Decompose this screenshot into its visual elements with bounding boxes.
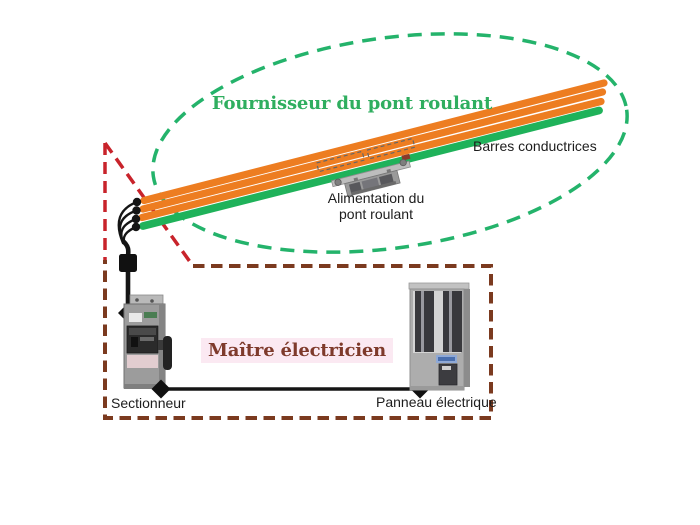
panel-slot-left-stripe — [421, 291, 424, 352]
switch-tab-hole-left — [135, 298, 139, 302]
disconnect-switch-graphic — [123, 294, 172, 389]
switch-label-white — [129, 313, 142, 322]
electrician-region-label: Maître électricien — [200, 338, 394, 363]
collector-body-base — [350, 181, 397, 196]
switch-handle-bracket — [158, 340, 164, 350]
panel-slot-left — [415, 291, 434, 352]
mounting-bracket-dashed-2 — [366, 137, 416, 160]
electrician-region-boundary — [103, 260, 493, 420]
switch-window-detail-1 — [129, 328, 156, 335]
collector-trolley — [315, 137, 416, 197]
panel-slot-right-stripe — [449, 291, 452, 352]
power-cable — [121, 239, 131, 311]
disconnect-switch-label: Sectionneur — [111, 395, 186, 411]
conductor-bars — [138, 79, 608, 230]
collector-roller-right — [399, 158, 407, 167]
supplier-region-label: Fournisseur du pont roulant — [211, 93, 493, 114]
switch-window-detail-3 — [140, 337, 154, 341]
switch-label-green — [144, 312, 157, 318]
cable-junction — [119, 254, 137, 272]
conductor-bars-label: Barres conductrices — [473, 138, 597, 154]
panel-slot-right — [443, 291, 462, 352]
crane-power-label-line1: Alimentation du — [327, 190, 425, 206]
conductor-bar-orange-2 — [139, 88, 607, 213]
panel-blue-label-stripe — [438, 357, 455, 361]
panel-door-label — [442, 366, 451, 370]
electrical-panel-label: Panneau électrique — [376, 394, 497, 410]
drop-wires — [117, 200, 139, 246]
crane-power-label: Alimentation du pont roulant — [327, 190, 425, 222]
collector-roller-left — [334, 178, 342, 186]
mounting-bracket-dashed-1 — [315, 150, 366, 173]
switch-window-detail-2 — [131, 337, 138, 347]
switch-output-connector-diamond — [151, 379, 171, 399]
switch-tab-hole-right — [150, 299, 154, 303]
panel-bottom-edge — [410, 386, 464, 390]
electrician-region-boundary-upper — [103, 141, 195, 268]
conductor-bar-green — [139, 106, 603, 230]
switch-base — [124, 384, 165, 389]
supplier-region-boundary — [151, 32, 629, 254]
crane-power-label-line2: pont roulant — [339, 205, 413, 222]
panel-lid — [408, 282, 470, 290]
switch-handle — [163, 336, 172, 370]
conductor-bar-orange-1 — [140, 79, 608, 205]
electrical-panel-graphic — [408, 282, 470, 391]
panel-side-face — [464, 289, 470, 387]
conductor-bar-orange-3 — [138, 97, 605, 222]
switch-label-pink — [127, 355, 158, 368]
collector-red-accent — [401, 153, 411, 161]
